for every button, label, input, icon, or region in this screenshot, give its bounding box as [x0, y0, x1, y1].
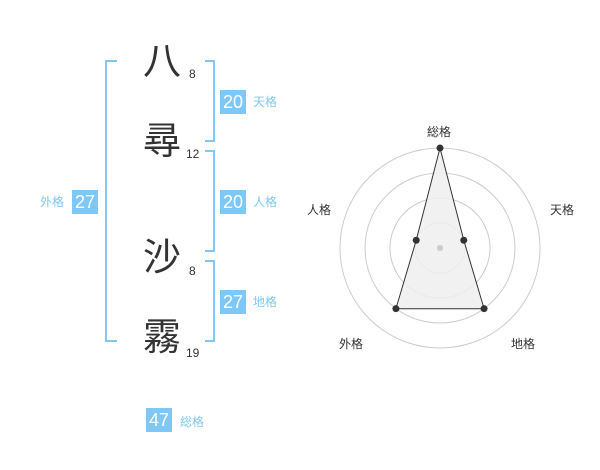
radar-axis-label-tenkaku: 天格: [550, 203, 575, 217]
radar-point-1: [436, 144, 444, 152]
chikaku-label: 地格: [253, 295, 278, 309]
jinkaku-bracket: [205, 150, 215, 252]
tenkaku-value-badge: 20: [220, 90, 247, 114]
soukaku-label: 総格: [180, 415, 205, 429]
gaikaku-label: 外格: [40, 195, 65, 209]
radar-points: [392, 144, 488, 313]
chikaku-value-badge: 27: [220, 290, 247, 314]
jinkaku-value-badge: 20: [220, 190, 247, 214]
tenkaku-bracket: [205, 60, 215, 142]
radar-center-dot: [437, 245, 443, 251]
radar-point-5: [412, 236, 420, 244]
radar-axis-label-gaikaku: 外格: [339, 337, 364, 351]
name-char-4: 霧: [143, 315, 182, 359]
soukaku-value-badge: 47: [146, 408, 173, 432]
name-char-2: 尋: [143, 119, 182, 163]
radar-point-3: [480, 305, 488, 313]
radar-axis-label-jinkaku: 人格: [307, 203, 332, 217]
tenkaku-label: 天格: [253, 95, 278, 109]
gaikaku-value-badge: 27: [72, 190, 99, 214]
radar-axis-label-chikaku: 地格: [511, 337, 536, 351]
radar-point-4: [392, 305, 400, 313]
stroke-count-4: 19: [186, 346, 200, 360]
name-char-1: 八: [143, 39, 182, 83]
stroke-count-1: 8: [189, 67, 196, 81]
gaikaku-bracket: [105, 60, 117, 342]
stroke-count-2: 12: [186, 147, 200, 161]
radar-axis-label-soukaku: 総格: [427, 125, 452, 139]
radar-point-2: [460, 236, 468, 244]
stroke-count-3: 8: [189, 264, 196, 278]
jinkaku-label: 人格: [253, 195, 278, 209]
name-char-3: 沙: [143, 235, 182, 279]
radar-data-polygon: [395, 147, 485, 310]
chikaku-bracket: [205, 260, 215, 342]
